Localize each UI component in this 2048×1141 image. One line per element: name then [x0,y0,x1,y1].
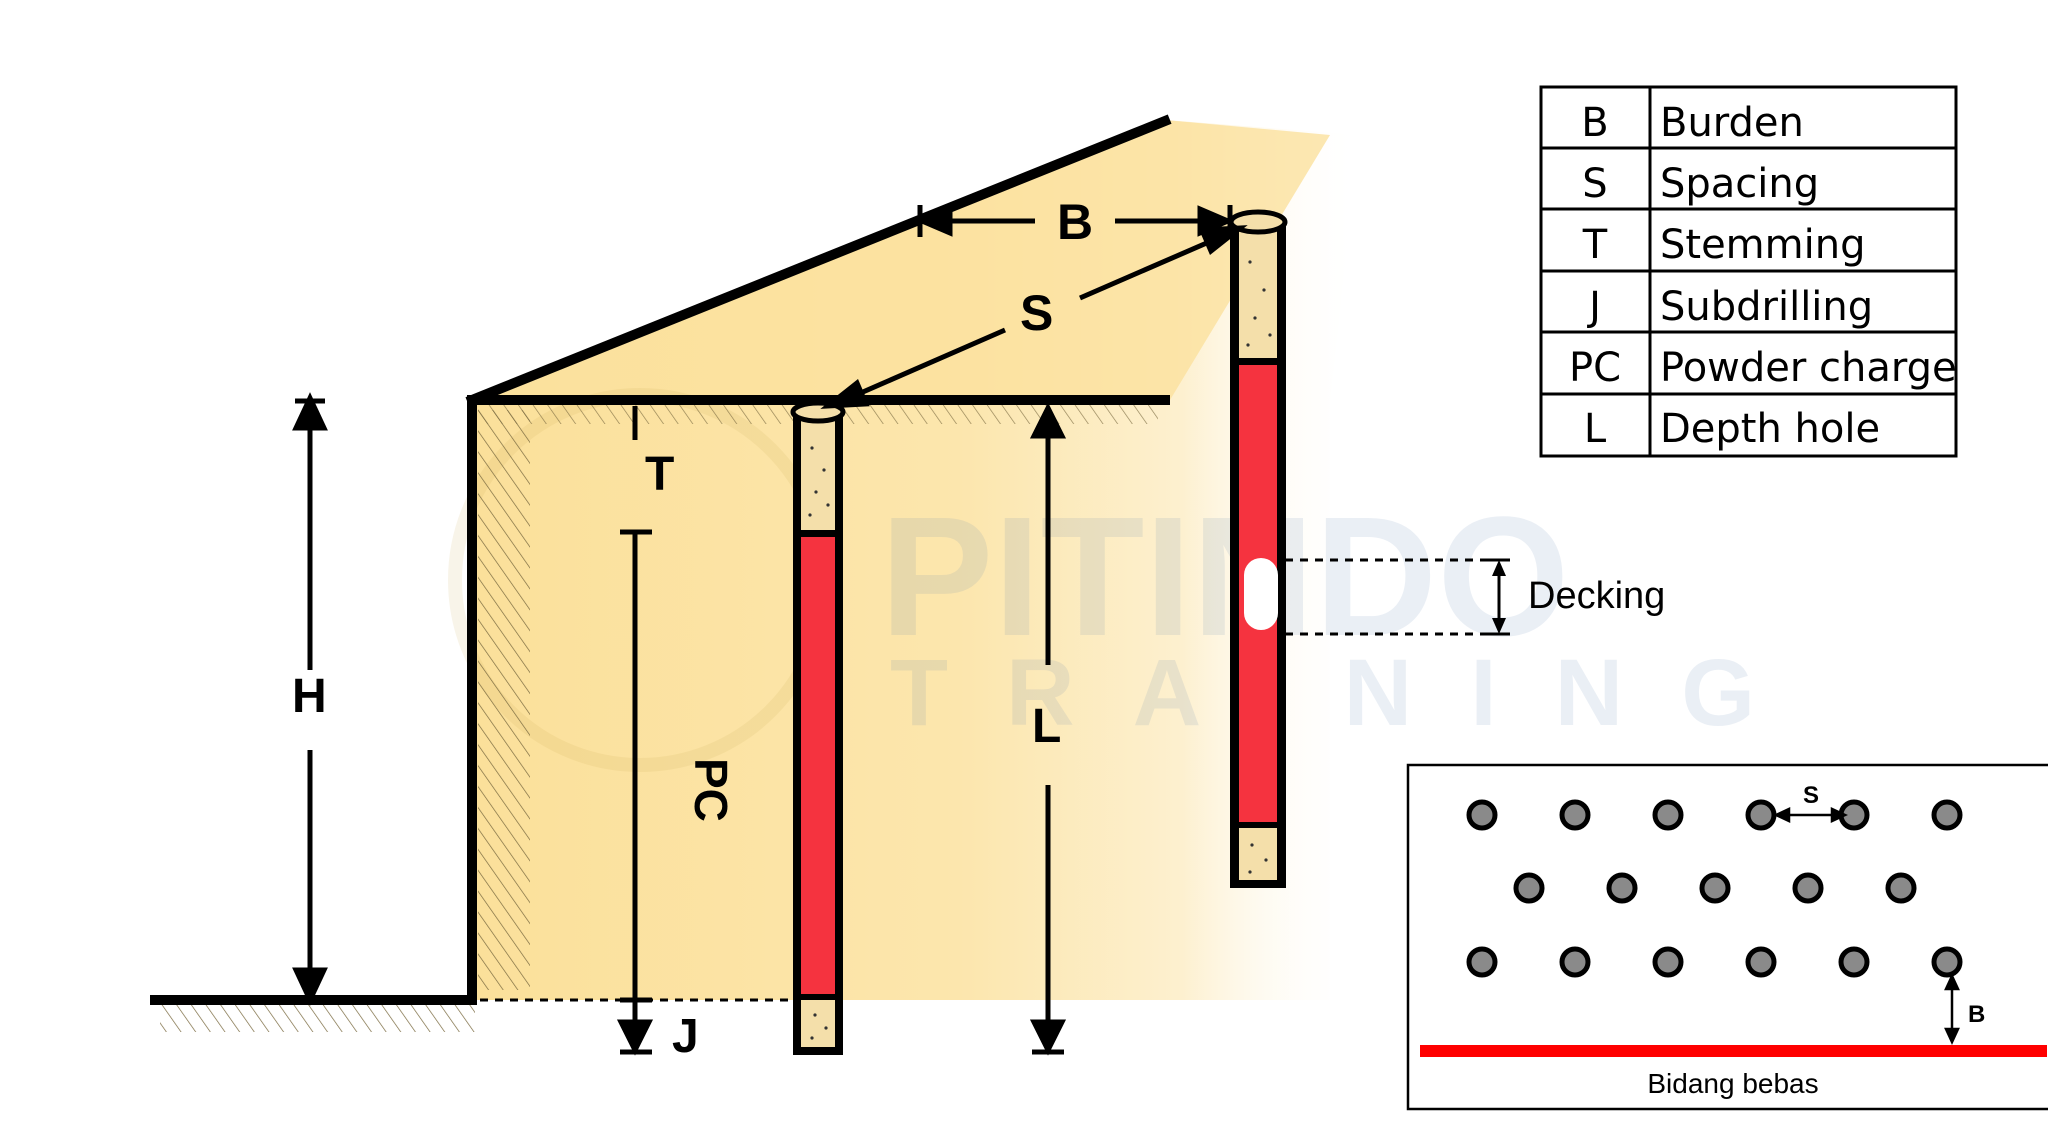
plan-burden-label: B [1968,1001,1985,1028]
legend-symbol-subdrilling: J [1586,284,1601,330]
legend-meaning-spacing: Spacing [1660,161,1819,207]
plan-blast-hole [1931,946,1963,978]
legend-meaning-burden: Burden [1660,100,1804,146]
decking-dimension [1285,558,1510,636]
plan-blast-hole [1559,946,1591,978]
stemming-subdrill-dimension [616,406,654,1056]
plan-spacing-label: S [1803,782,1819,809]
watermark-sub: TRAINING [890,640,1813,746]
spacing-label: S [1020,285,1053,341]
legend-meaning-depth-hole: Depth hole [1660,406,1880,452]
rock-top-surface [470,120,1330,400]
watermark-main: PITINDO [880,482,1569,672]
decking-label: Decking [1528,575,1665,617]
legend-table: B Burden S Spacing T Stemming J Subdrill… [1539,85,1958,458]
plan-blast-hole [1931,799,1963,831]
rock-mass [470,120,1360,1000]
watermark: PITINDO TRAINING [448,388,1813,772]
decking-gap [1244,558,1278,630]
plan-blast-hole [1513,872,1545,904]
legend-symbol-depth-hole: L [1584,406,1607,452]
ground-hatching [160,1004,475,1032]
plan-blast-hole [1745,946,1777,978]
depth-hole-label: L [1032,700,1061,753]
legend-symbol-powder-charge: PC [1569,345,1621,391]
legend-symbol-spacing: S [1582,161,1607,207]
stemming-label: T [645,448,674,501]
plan-blast-hole [1885,872,1917,904]
plan-blast-hole [1606,872,1638,904]
plan-spacing-dimension [1773,807,1848,823]
free-face-line [1420,1045,2047,1057]
subdrilling-label: J [672,1010,699,1063]
plan-blast-hole [1792,872,1824,904]
back-blast-hole [1228,209,1288,888]
front-blast-hole [790,400,846,1055]
face-hatching [478,410,530,990]
plan-blast-hole [1652,799,1684,831]
legend-meaning-subdrilling: Subdrilling [1660,284,1873,330]
bench-height-dimension [292,392,328,1006]
plan-blast-hole [1466,799,1498,831]
legend-symbol-stemming: T [1582,222,1608,268]
plan-blast-hole [1838,946,1870,978]
plan-blast-hole [1652,946,1684,978]
plan-burden-dimension [1944,973,1960,1045]
bench-outline [150,114,1172,1005]
legend-meaning-stemming: Stemming [1660,222,1865,268]
bench-height-label: H [292,670,327,723]
plan-blast-hole [1699,872,1731,904]
free-face-label: Bidang bebas [1647,1068,1818,1099]
plan-blast-hole [1466,946,1498,978]
plan-blast-hole [1559,799,1591,831]
depth-hole-dimension [1029,402,1067,1056]
powder-charge-label: PC [685,758,737,822]
burden-dimension [915,205,1235,237]
spacing-dimension [820,225,1248,409]
burden-label: B [1057,194,1093,250]
legend-meaning-powder-charge: Powder charge [1660,345,1957,391]
plan-blast-hole [1745,799,1777,831]
legend-symbol-burden: B [1581,100,1608,146]
plan-view: S B Bidang bebas [1406,763,2048,1111]
plan-blast-holes [1466,799,1963,978]
